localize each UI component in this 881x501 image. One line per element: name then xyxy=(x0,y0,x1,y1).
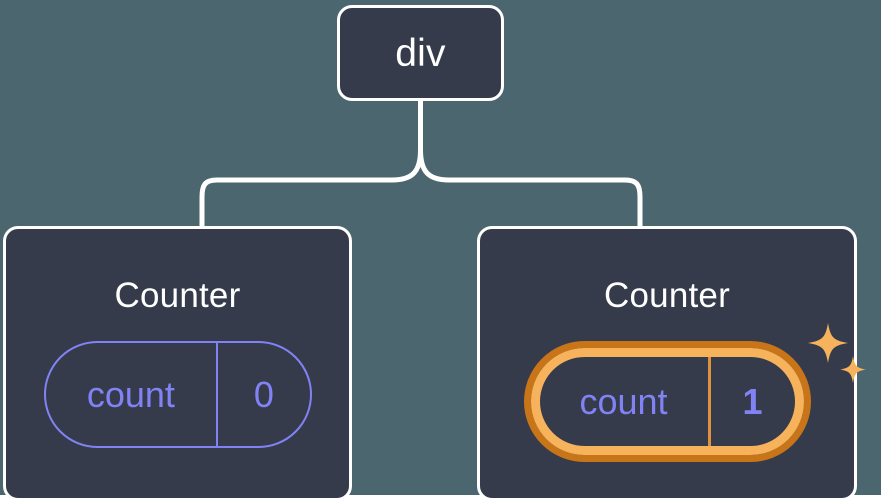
counter-left-state-wrap: count 0 xyxy=(43,341,312,448)
state-pill-key-cell: count xyxy=(46,343,217,446)
counter-right-title: Counter xyxy=(604,276,730,315)
state-pill-key-label: count xyxy=(86,373,175,415)
tree-node-div[interactable]: div xyxy=(337,5,504,101)
state-pill-key-label: count xyxy=(579,380,668,422)
tree-node-counter-right[interactable]: Counter count 1 xyxy=(477,226,866,501)
counter-right-state-wrap: count 1 xyxy=(523,323,866,462)
sparkle-large-icon xyxy=(807,323,848,363)
tree-node-div-label: div xyxy=(395,31,446,75)
tree-node-counter-left[interactable]: Counter count 0 xyxy=(3,226,352,501)
state-pill-count-1-highlight-ring[interactable]: count 1 xyxy=(523,341,811,462)
state-pill-value-label: 1 xyxy=(742,380,763,422)
state-pill-count-0[interactable]: count 0 xyxy=(43,341,312,448)
state-pill-value-cell: 1 xyxy=(707,357,795,446)
state-pill-key-cell: count xyxy=(540,357,708,446)
state-pill-count-1[interactable]: count 1 xyxy=(530,348,804,455)
state-pill-value-label: 0 xyxy=(253,373,274,415)
state-pill-value-cell: 0 xyxy=(216,343,309,446)
counter-left-title: Counter xyxy=(114,276,241,315)
